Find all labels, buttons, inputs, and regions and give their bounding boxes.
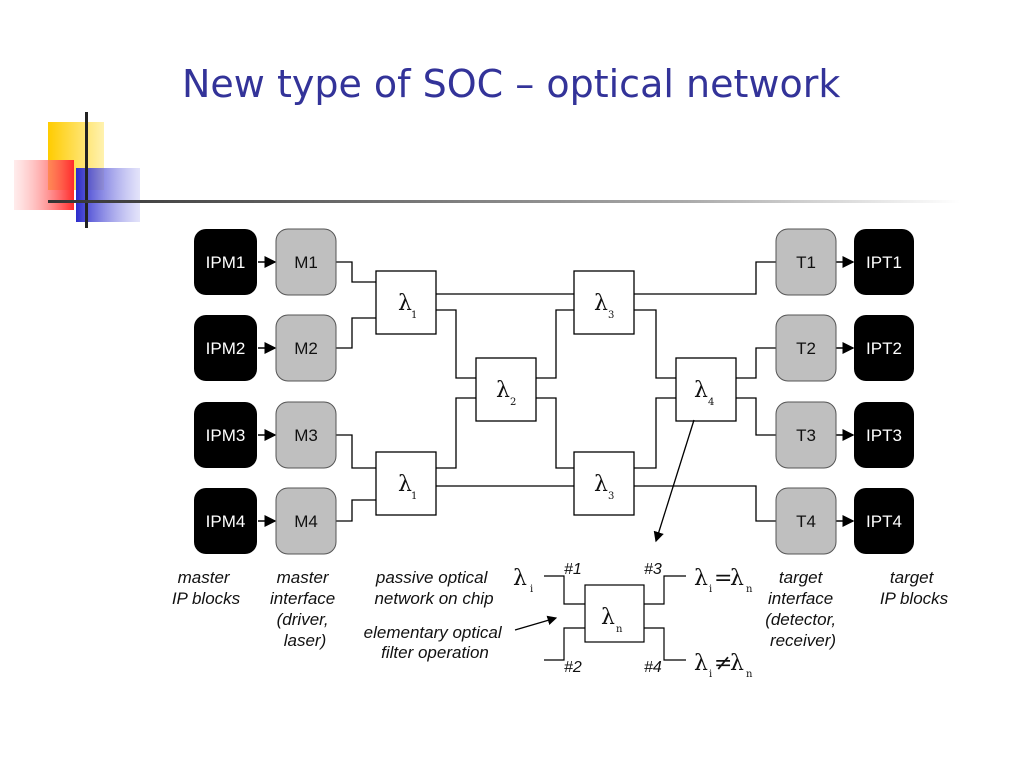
- filter-subscript: 1: [411, 491, 417, 502]
- filter-lambda-n-subscript: n: [616, 624, 623, 635]
- filter-symbol: λ: [694, 378, 708, 403]
- ne-operator: ≠: [714, 651, 732, 676]
- master-ip-block-1: IPM1: [194, 229, 257, 295]
- filter-subscript: 2: [510, 397, 516, 408]
- master-ip-label: IPM1: [206, 253, 246, 272]
- eq-right-subscript: n: [746, 584, 753, 595]
- target-ip-label: IPT3: [866, 426, 902, 445]
- port-2-label: #2: [564, 659, 582, 676]
- master-ip-label: IPM2: [206, 339, 246, 358]
- target-interface-label: T4: [796, 512, 816, 531]
- target-interface-label: T3: [796, 426, 816, 445]
- master-interface-label: M3: [294, 426, 318, 445]
- input-lambda-symbol: λ: [513, 566, 527, 591]
- filter-symbol: λ: [496, 378, 510, 403]
- filter-subscript: 1: [411, 310, 417, 321]
- target-ip-label: IPT2: [866, 339, 902, 358]
- eq-left-subscript: i: [709, 584, 712, 595]
- caption-master-interface: master interface (driver, laser): [270, 568, 340, 650]
- master-ip-label: IPM3: [206, 426, 246, 445]
- filter-lambda1-bottom: λ 1: [375, 451, 437, 516]
- target-interface-block-2: T2: [775, 314, 837, 382]
- caption-network: passive optical network on chip: [374, 568, 493, 608]
- master-interface-block-1: M1: [275, 228, 337, 296]
- master-interface-label: M2: [294, 339, 318, 358]
- filter-lambda2: λ 2: [475, 357, 537, 422]
- target-ip-label: IPT1: [866, 253, 902, 272]
- target-ip-block-4: IPT4: [854, 488, 914, 554]
- target-interface-label: T1: [796, 253, 816, 272]
- port-3-label: #3: [644, 561, 662, 578]
- master-ip-label: IPM4: [206, 512, 246, 531]
- filter-subscript: 3: [608, 310, 614, 321]
- master-arrows: [258, 256, 277, 527]
- deco-horizontal-rule: [48, 200, 960, 203]
- slide-decoration: [14, 112, 960, 228]
- filter-lambda3-top: λ 3: [573, 270, 635, 335]
- caption-target-interface: target interface (detector, receiver): [765, 568, 841, 650]
- filter-symbol: λ: [594, 291, 608, 316]
- eq-operator: =: [714, 566, 732, 591]
- filter-lambda4: λ 4: [675, 357, 737, 422]
- target-interface-label: T2: [796, 339, 816, 358]
- master-interface-label: M4: [294, 512, 318, 531]
- target-ip-block-2: IPT2: [854, 315, 914, 381]
- target-ip-label: IPT4: [866, 512, 902, 531]
- ne-right-subscript: n: [746, 669, 753, 680]
- filter-symbol: λ: [398, 472, 412, 497]
- caption-master-ip: master IP blocks: [172, 568, 241, 608]
- filter-subscript: 4: [708, 397, 714, 408]
- filter-lambda-n-symbol: λ: [601, 605, 615, 630]
- caption-elementary: elementary optical filter operation: [364, 623, 507, 662]
- master-ip-block-2: IPM2: [194, 315, 257, 381]
- caption-target-ip: target IP blocks: [880, 568, 949, 608]
- waveguides: [336, 261, 776, 522]
- filter-subscript: 3: [608, 491, 614, 502]
- zoom-pointer-arrow: [653, 419, 695, 543]
- master-interface-block-2: M2: [275, 314, 337, 382]
- slide-title: New type of SOC – optical network: [182, 62, 841, 106]
- filter-lambda1-top: λ 1: [375, 270, 437, 335]
- target-arrows: [836, 256, 855, 527]
- filter-symbol: λ: [594, 472, 608, 497]
- master-ip-block-4: IPM4: [194, 488, 257, 554]
- master-ip-block-3: IPM3: [194, 402, 257, 468]
- target-ip-block-3: IPT3: [854, 402, 914, 468]
- target-ip-block-1: IPT1: [854, 229, 914, 295]
- elementary-filter-legend: [544, 575, 686, 661]
- ne-left-lambda: λ: [694, 651, 708, 676]
- ne-left-subscript: i: [709, 669, 712, 680]
- port-1-label: #1: [564, 561, 582, 578]
- deco-vertical-line: [85, 112, 88, 228]
- filter-lambda3-bottom: λ 3: [573, 451, 635, 516]
- elementary-pointer-arrow: [514, 615, 558, 631]
- port-4-label: #4: [644, 659, 662, 676]
- master-interface-label: M1: [294, 253, 318, 272]
- eq-right-lambda: λ: [730, 566, 744, 591]
- filter-symbol: λ: [398, 291, 412, 316]
- master-interface-block-4: M4: [275, 487, 337, 555]
- target-interface-block-3: T3: [775, 401, 837, 469]
- target-interface-block-4: T4: [775, 487, 837, 555]
- master-interface-block-3: M3: [275, 401, 337, 469]
- eq-left-lambda: λ: [694, 566, 708, 591]
- target-interface-block-1: T1: [775, 228, 837, 296]
- ne-right-lambda: λ: [730, 651, 744, 676]
- input-lambda-subscript: i: [530, 584, 533, 595]
